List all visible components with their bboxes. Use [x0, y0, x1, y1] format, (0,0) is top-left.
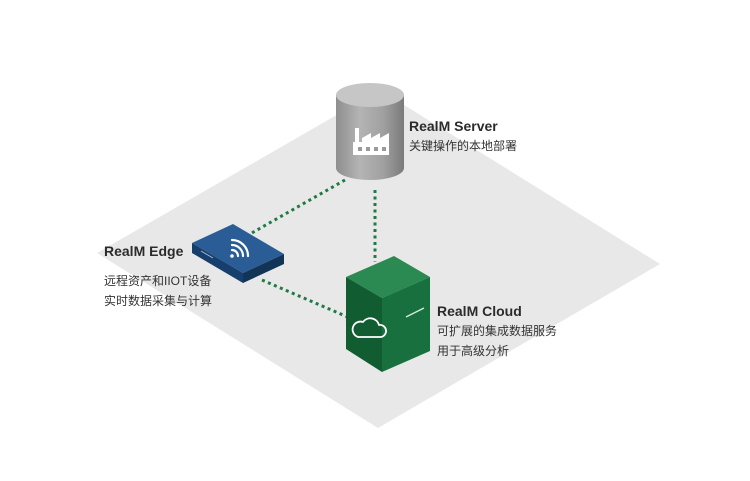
edge-node — [192, 224, 284, 283]
edge-label: RealM Edge 远程资产和IIOT设备 实时数据采集与计算 — [104, 243, 212, 311]
cloud-title: RealM Cloud — [437, 303, 522, 319]
edge-title: RealM Edge — [104, 243, 184, 259]
server-title: RealM Server — [409, 118, 498, 134]
server-desc-line-1: 关键操作的本地部署 — [409, 139, 518, 153]
platform — [97, 90, 660, 428]
edge-desc-line-1: 远程资产和IIOT设备 — [104, 274, 212, 288]
wifi-icon — [230, 238, 250, 258]
cloud-icon — [351, 317, 387, 338]
connections — [249, 178, 377, 320]
cloud-label: RealM Cloud 可扩展的集成数据服务 用于高级分析 — [437, 303, 557, 361]
server-node — [336, 83, 404, 180]
cloud-node — [346, 256, 430, 372]
link-edge-cloud — [261, 278, 351, 320]
cloud-desc-line-1: 可扩展的集成数据服务 — [437, 324, 558, 338]
edge-desc-line-2: 实时数据采集与计算 — [104, 294, 213, 308]
link-server-edge — [249, 178, 346, 236]
factory-icon — [353, 128, 389, 155]
server-label: RealM Server 关键操作的本地部署 — [409, 118, 517, 156]
cloud-desc-line-2: 用于高级分析 — [437, 344, 510, 358]
